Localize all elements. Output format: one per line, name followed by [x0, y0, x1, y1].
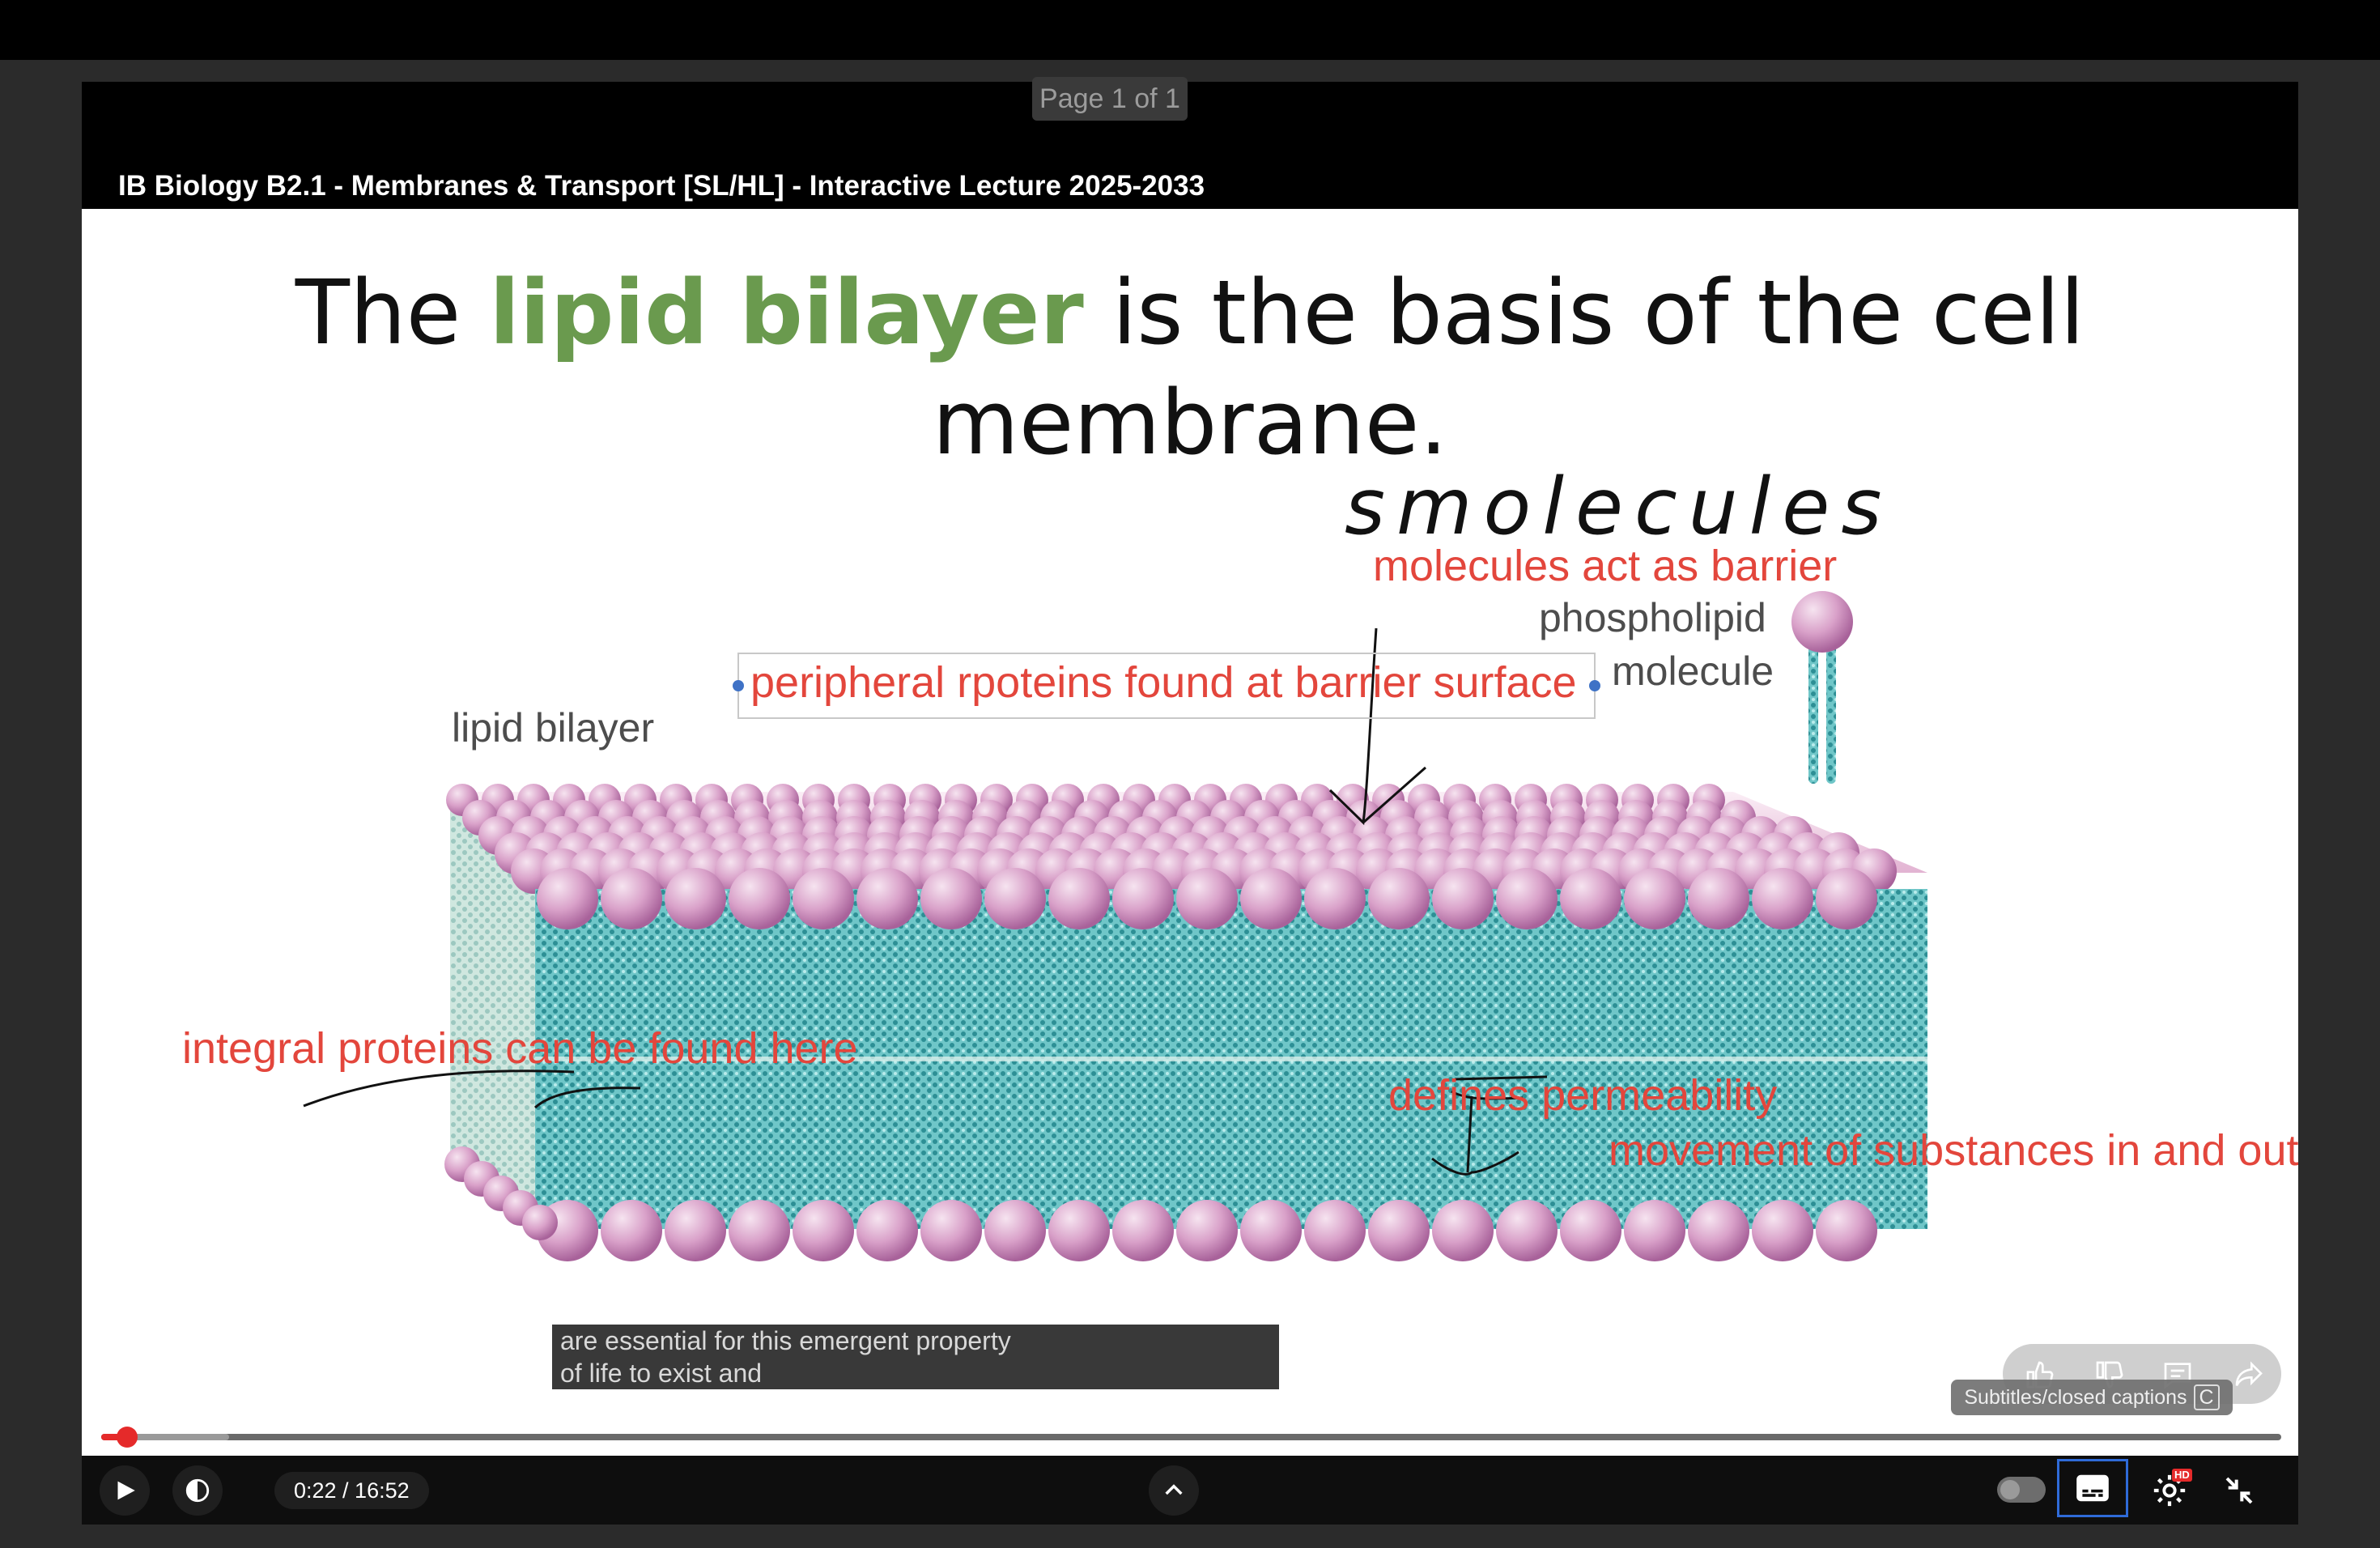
lipid-bilayer-illustration: [303, 591, 1927, 1261]
lipid-head: [1112, 1200, 1174, 1261]
annotation-permeability[interactable]: defines permeability: [1388, 1071, 1778, 1120]
page-indicator: Page 1 of 1: [1032, 77, 1188, 121]
lipid-head: [1240, 868, 1302, 929]
lipid-head: [522, 1205, 558, 1240]
slide-title-after: is the basis of the cell: [1083, 261, 2085, 364]
slide[interactable]: The lipid bilayer is the basis of the ce…: [82, 209, 2298, 1456]
progress-scrubber[interactable]: [117, 1427, 138, 1448]
play-button[interactable]: [100, 1465, 150, 1516]
lipid-head: [920, 1200, 982, 1261]
expand-panel-button[interactable]: [1149, 1465, 1199, 1516]
progress-bar[interactable]: [101, 1427, 2281, 1448]
tooltip-subtitles: Subtitles/closed captions C: [1951, 1380, 2233, 1415]
label-phospholipid: phospholipid: [1539, 595, 1766, 640]
lipid-head: [665, 1200, 726, 1261]
lipid-head: [729, 868, 790, 929]
lipid-head: [1688, 1200, 1749, 1261]
lipid-head: [1368, 1200, 1430, 1261]
lipid-head: [1496, 868, 1558, 929]
hd-badge: HD: [2172, 1469, 2192, 1482]
play-icon: [117, 1481, 135, 1500]
lipid-head: [1048, 1200, 1110, 1261]
annotation-integral[interactable]: integral proteins can be found here: [182, 1024, 858, 1073]
exit-fullscreen-icon: [2225, 1477, 2253, 1504]
lipid-head: [665, 868, 726, 929]
phospholipid-molecule-icon: [1791, 591, 1853, 784]
annotation-molecules-barrier[interactable]: molecules act as barrier: [1373, 542, 1838, 590]
lipid-head: [1304, 1200, 1366, 1261]
lipid-head: [1560, 868, 1621, 929]
lipid-head: [1176, 1200, 1238, 1261]
progress-played: [101, 1434, 128, 1440]
lipid-head: [601, 1200, 662, 1261]
lipid-head: [1432, 1200, 1494, 1261]
label-molecule: molecule: [1612, 649, 1774, 694]
selected-text-box[interactable]: [733, 653, 1600, 719]
lipid-head: [1304, 868, 1366, 929]
lipid-head: [1688, 868, 1749, 929]
tooltip-text: Subtitles/closed captions: [1964, 1386, 2187, 1409]
share-icon[interactable]: [2233, 1359, 2265, 1391]
exit-fullscreen-button[interactable]: [2212, 1464, 2266, 1517]
annotation-peripheral[interactable]: peripheral rpoteins found at barrier sur…: [750, 658, 1577, 707]
slide-title: The lipid bilayer is the basis of the ce…: [82, 257, 2298, 478]
settings-button[interactable]: HD: [2143, 1464, 2196, 1517]
autoplay-toggle-icon: [2000, 1480, 2020, 1499]
caption-line1: are essential for this emergent property: [560, 1326, 1011, 1355]
lipid-head: [856, 1200, 918, 1261]
annotation-movement[interactable]: movement of substances in and out: [1609, 1126, 2298, 1175]
video-title: IB Biology B2.1 - Membranes & Transport …: [118, 170, 1205, 202]
autoplay-toggle[interactable]: [1997, 1477, 2046, 1503]
slide-title-highlight: lipid bilayer: [489, 261, 1084, 364]
lipid-head: [1816, 1200, 1877, 1261]
lipid-head: [984, 868, 1046, 929]
lipid-head: [601, 868, 662, 929]
label-lipid-bilayer: lipid bilayer: [452, 705, 655, 751]
selection-handle-right[interactable]: [1589, 680, 1600, 691]
slide-title-before: The: [295, 261, 490, 364]
lipid-head: [1112, 868, 1174, 929]
lipid-head: [1176, 868, 1238, 929]
lipid-head: [1624, 1200, 1685, 1261]
slide-title-line2: membrane.: [932, 371, 1448, 474]
volume-icon: [185, 1478, 210, 1503]
lipid-head: [537, 868, 598, 929]
subtitles-button[interactable]: [2057, 1459, 2128, 1517]
lipid-head: [1624, 868, 1685, 929]
lipid-head: [1432, 868, 1494, 929]
chevron-up-icon: [1165, 1484, 1183, 1495]
caption-line2: of life to exist and: [560, 1359, 763, 1388]
lipid-head: [729, 1200, 790, 1261]
lipid-head: [1240, 1200, 1302, 1261]
progress-buffered: [101, 1434, 229, 1440]
lipid-head: [1368, 868, 1430, 929]
selection-handle-left[interactable]: [733, 680, 744, 691]
lipid-head: [793, 1200, 854, 1261]
lipid-head: [856, 868, 918, 929]
volume-button[interactable]: [172, 1465, 223, 1516]
lipid-head: [1496, 1200, 1558, 1261]
player-controls: 0:22 / 16:52 HD: [82, 1456, 2298, 1525]
lipid-head: [1752, 1200, 1813, 1261]
subtitle-caption: are essential for this emergent property…: [552, 1325, 1279, 1389]
lipid-head: [1560, 1200, 1621, 1261]
subtitles-icon: [2076, 1474, 2109, 1502]
lipid-head: [1816, 868, 1877, 929]
lipid-head: [1752, 868, 1813, 929]
time-display: 0:22 / 16:52: [274, 1472, 429, 1509]
top-bar: [0, 0, 2380, 60]
lipid-head: [1048, 868, 1110, 929]
tooltip-shortcut-key: C: [2193, 1384, 2220, 1410]
settings-icon: [2153, 1474, 2186, 1507]
lipid-head: [793, 868, 854, 929]
handwritten-annotation: smolecules: [1345, 461, 1893, 552]
lipid-head: [984, 1200, 1046, 1261]
lipid-head: [920, 868, 982, 929]
